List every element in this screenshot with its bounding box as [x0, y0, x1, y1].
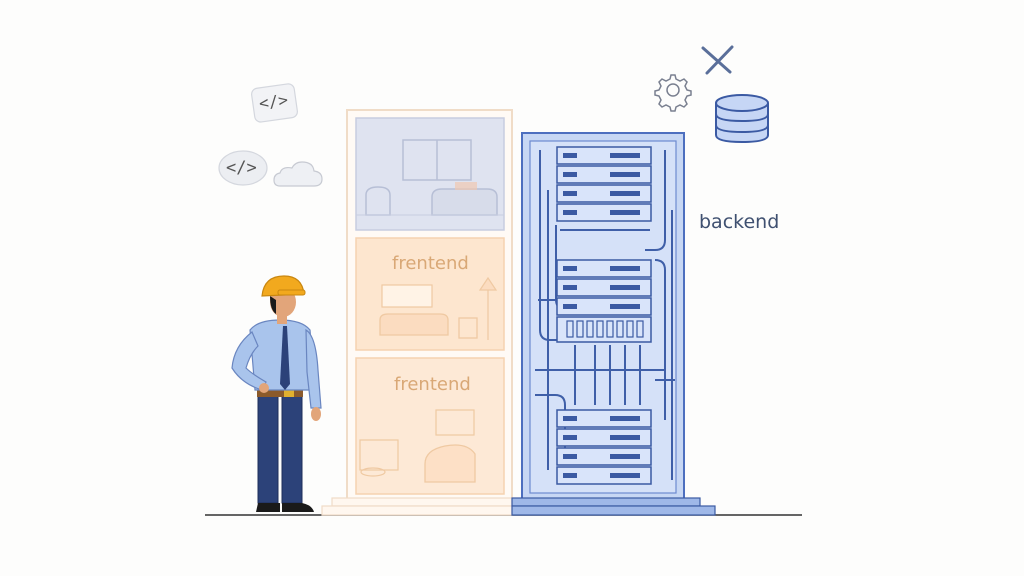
chair-icon [424, 444, 476, 483]
gear-icon [654, 74, 692, 112]
frontend-label-upper: frentend [392, 253, 469, 274]
database-icon [715, 94, 769, 144]
server-unit-group-top [556, 146, 652, 222]
desk-icon [359, 439, 399, 471]
armchair-icon [365, 186, 391, 216]
code-badge-1-text: </> [257, 90, 290, 113]
cables [535, 150, 675, 480]
stool-icon [360, 467, 386, 477]
server-unit-group-bottom [556, 409, 652, 485]
frontend-label-lower: frentend [394, 374, 471, 395]
tools-icon [701, 45, 734, 75]
code-badge-2-text: </> [226, 158, 257, 178]
engineer-figure [231, 275, 322, 512]
code-badge-1 [251, 83, 298, 123]
cloud-icon [273, 161, 323, 187]
backend-label: backend [699, 211, 780, 233]
couch-icon [379, 313, 449, 336]
frontend-building [321, 109, 513, 516]
side-table-icon [458, 317, 478, 339]
wall-art-icon [435, 409, 475, 436]
tv-icon [381, 284, 433, 308]
sofa-icon [431, 188, 498, 216]
code-badge-2 [218, 150, 268, 186]
backend-server-rack [511, 132, 716, 516]
